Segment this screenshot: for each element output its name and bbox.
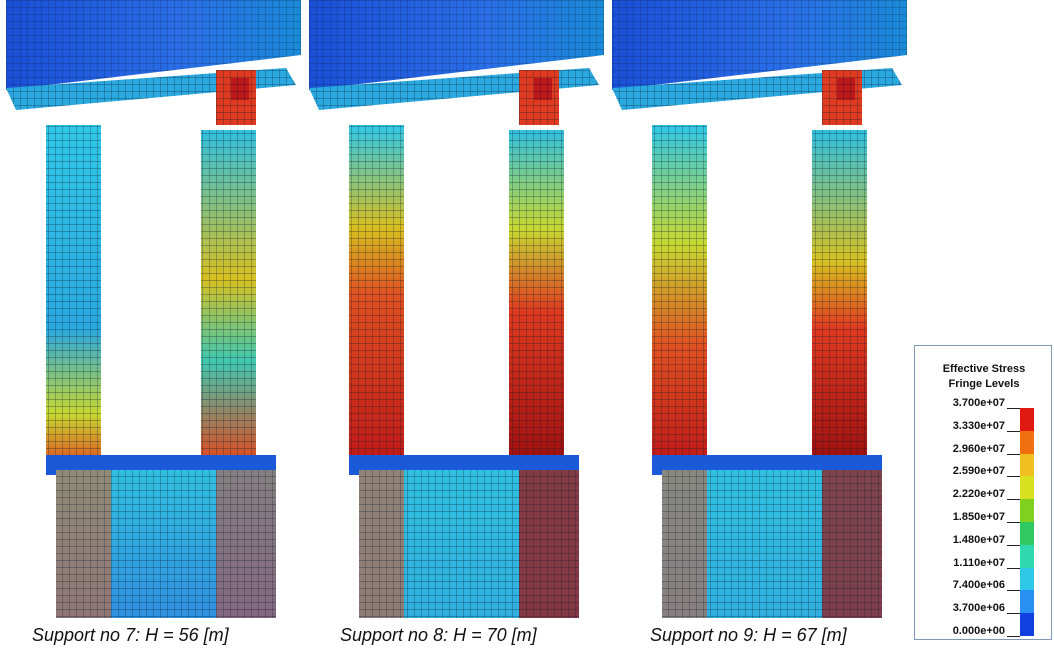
fe-stress-render (612, 0, 907, 618)
legend-tick (1007, 636, 1020, 637)
legend-level-label: 1.850e+07 (952, 511, 1005, 523)
fe-stress-render (309, 0, 604, 618)
legend-color-swatch (1020, 476, 1034, 500)
legend-color-swatch (1020, 544, 1034, 568)
simulation-panel-support-9 (612, 0, 912, 618)
legend-level-label: 2.960e+07 (952, 442, 1005, 455)
legend-level-label: 2.220e+07 (952, 488, 1005, 501)
legend-level-label: 1.480e+07 (952, 533, 1005, 546)
legend-tick (1007, 453, 1020, 455)
legend-level-label: 3.700e+06 (952, 602, 1005, 615)
legend-tick (1007, 567, 1020, 569)
legend-tick (1007, 476, 1020, 478)
legend-tick (1007, 590, 1020, 592)
legend-title-line2: Fringe Levels (948, 378, 1020, 390)
legend-tick (1007, 522, 1020, 523)
fe-stress-render (6, 0, 301, 618)
legend-level-label: 0.000e+00 (952, 625, 1005, 637)
simulation-panel-support-7 (6, 0, 306, 618)
caption-support-7: Support no 7: H = 56 [m] (32, 625, 229, 645)
legend-tick (1007, 499, 1020, 501)
legend-color-swatch (1020, 430, 1034, 454)
caption-support-8: Support no 8: H = 70 [m] (340, 625, 537, 645)
legend-tick (1007, 408, 1020, 409)
legend-color-swatch (1020, 567, 1034, 591)
legend-color-swatch (1020, 499, 1034, 522)
simulation-panel-support-8 (309, 0, 609, 618)
legend-tick (1007, 430, 1020, 432)
legend-color-swatch (1020, 613, 1034, 636)
legend-level-label: 3.330e+07 (952, 419, 1005, 432)
fringe-legend: Effective Stress Fringe Levels 3.700e+07… (914, 345, 1052, 640)
legend-color-swatch (1020, 590, 1034, 614)
caption-support-9: Support no 9: H = 67 [m] (650, 625, 847, 645)
legend-color-swatch (1020, 408, 1034, 431)
legend-level-label: 1.110e+07 (953, 556, 1005, 569)
legend-level-label: 2.590e+07 (952, 465, 1005, 478)
legend-tick (1007, 613, 1020, 615)
legend-color-swatch (1020, 522, 1034, 545)
legend-color-swatch (1020, 453, 1034, 477)
legend-tick (1007, 544, 1020, 546)
legend-title-line1: Effective Stress (942, 363, 1026, 375)
legend-level-label: 7.400e+06 (952, 579, 1005, 592)
legend-level-label: 3.700e+07 (952, 397, 1005, 409)
